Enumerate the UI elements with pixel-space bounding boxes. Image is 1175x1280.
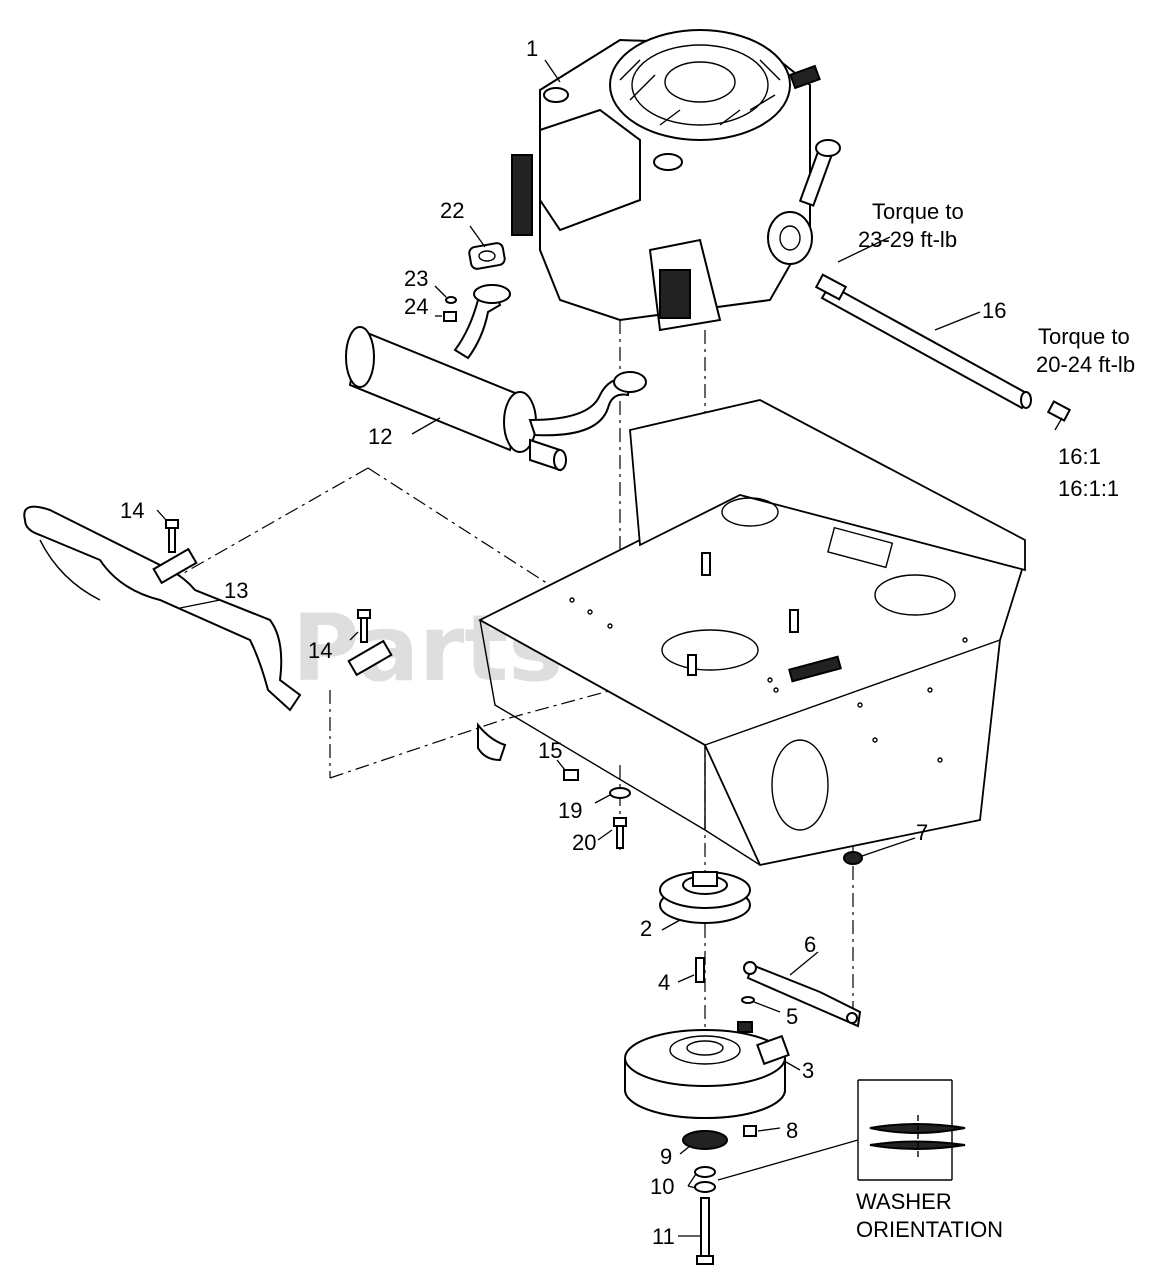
callout-5: 5 [786, 1004, 798, 1029]
clutch-nut [743, 1125, 757, 1137]
callout-7: 7 [916, 820, 928, 845]
callout-12: 12 [368, 424, 392, 449]
washer-orientation-line2: ORIENTATION [856, 1217, 1003, 1242]
handle-bolt-lower [357, 609, 371, 643]
callout-14-upper: 14 [120, 498, 144, 523]
callout-16: 16 [982, 298, 1006, 323]
torque-note-lower-line1: Torque to [1038, 324, 1130, 349]
callout-6: 6 [804, 932, 816, 957]
exhaust-gasket [468, 242, 506, 270]
callout-8: 8 [786, 1118, 798, 1143]
callout-10: 10 [650, 1174, 674, 1199]
hex-bolt [613, 817, 627, 849]
strap-washer [741, 996, 755, 1004]
flat-washer [609, 787, 631, 799]
leader-lines [156, 59, 1063, 1237]
fuel-line-assembly [814, 273, 1072, 422]
mower-frame [477, 399, 1027, 867]
clutch-strap [743, 961, 862, 1028]
washer-orientation-inset [717, 1079, 966, 1181]
clutch-bolt [696, 1197, 714, 1265]
handle-bolt-upper [165, 519, 179, 553]
handle-bar [23, 505, 393, 712]
callout-9: 9 [660, 1144, 672, 1169]
callout-16-1-1: 16:1:1 [1058, 476, 1119, 501]
callout-11: 11 [652, 1224, 675, 1249]
callout-4: 4 [658, 970, 670, 995]
torque-note-upper-line1: Torque to [872, 199, 964, 224]
callout-20: 20 [572, 830, 596, 855]
callout-24: 24 [404, 294, 428, 319]
callout-3: 3 [802, 1058, 814, 1083]
callout-2: 2 [640, 916, 652, 941]
thick-washer [682, 1130, 728, 1150]
callout-23: 23 [404, 266, 428, 291]
belleville-washer-bottom [694, 1181, 716, 1193]
pulley-key [695, 957, 705, 983]
torque-note-lower-line2: 20-24 ft-lb [1036, 352, 1135, 377]
electric-clutch [624, 1021, 790, 1119]
engine-pulley [659, 871, 751, 924]
exhaust-nut [443, 311, 457, 322]
callout-22: 22 [440, 198, 464, 223]
callout-14-lower: 14 [308, 638, 332, 663]
muffler-assembly [345, 284, 647, 472]
callout-13: 13 [224, 578, 248, 603]
callout-19: 19 [558, 798, 582, 823]
washer-orientation-line1: WASHER [856, 1189, 952, 1214]
exhaust-lock-washer [445, 296, 457, 304]
flange-nut [563, 769, 579, 781]
torque-note-upper-line2: 23-29 ft-lb [858, 227, 957, 252]
callout-1: 1 [526, 36, 538, 61]
engine [511, 29, 841, 332]
grommet [843, 851, 863, 865]
belleville-washer-top [694, 1166, 716, 1178]
callout-16-1: 16:1 [1058, 444, 1101, 469]
callout-15: 15 [538, 738, 562, 763]
